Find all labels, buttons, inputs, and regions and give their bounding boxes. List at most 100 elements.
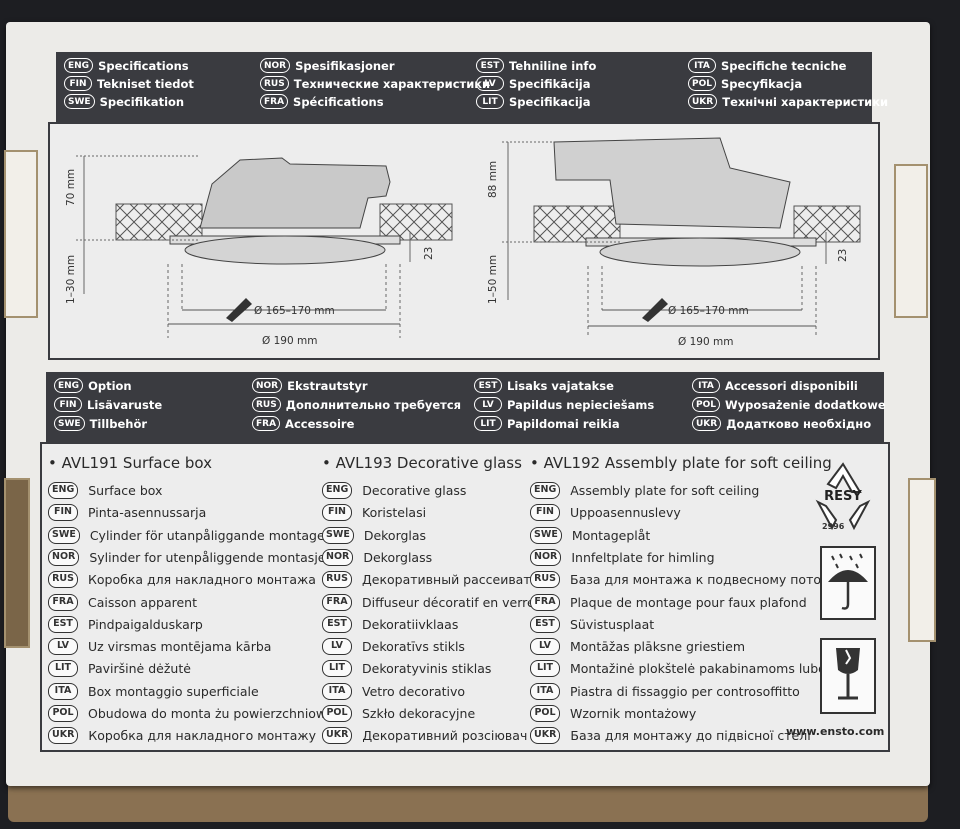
language-row: NOR Spesifikasjoner [260, 58, 395, 73]
language-code-badge: FIN [54, 397, 82, 412]
language-row: ITA Specifiche tecniche [688, 58, 846, 73]
language-row: LIT Papildomai reikia [474, 416, 620, 431]
language-text: Додатково необхідно [726, 416, 872, 431]
language-text: Specifiche tecniche [721, 58, 847, 73]
language-row: ENG Specifications [64, 58, 189, 73]
left-diagram: 70 mm 1–30 mm 23 Ø 165–170 mm Ø 190 mm [65, 155, 453, 347]
language-code-badge: ENG [64, 58, 94, 73]
language-text: Lisävaruste [87, 397, 163, 412]
plate-label-right: 23 [837, 249, 849, 262]
language-text: Spesifikasjoner [295, 58, 395, 73]
language-code-badge: SWE [54, 416, 85, 431]
language-text: Specifikācija [509, 76, 591, 91]
recycle-icon: RESY [806, 458, 880, 532]
right-diagram: 88 mm 1–50 mm 23 Ø 165–170 mm Ø 190 mm [487, 137, 861, 348]
height-label-left: 70 mm [65, 169, 77, 206]
option-panel [40, 442, 890, 752]
height-label-right: 88 mm [487, 161, 499, 198]
language-text: Tillbehör [89, 416, 148, 431]
language-text: Tekniset tiedot [97, 76, 194, 91]
diagram-panel: 70 mm 1–30 mm 23 Ø 165–170 mm Ø 190 mm [48, 122, 880, 360]
language-code-badge: ITA [692, 378, 720, 393]
diffuser-left [184, 235, 386, 265]
plate-label-left: 23 [423, 247, 435, 260]
diameter-label-left: Ø 190 mm [262, 335, 317, 347]
language-text: Дополнительно требуется [285, 397, 462, 412]
language-row: LIT Specifikacija [476, 94, 590, 109]
language-code-badge: EST [476, 58, 504, 73]
website-url: www.ensto.com [786, 725, 885, 738]
language-row: FRA Spécifications [260, 94, 384, 109]
language-code-badge: ITA [688, 58, 716, 73]
depth-label-right: 1–50 mm [487, 255, 499, 304]
language-code-badge: LIT [474, 416, 502, 431]
language-row: SWE Specifikation [64, 94, 184, 109]
language-row: RUS Дополнительно требуется [252, 397, 461, 412]
language-text: Lisaks vajatakse [507, 378, 614, 393]
language-text: Option [88, 378, 132, 393]
language-code-badge: SWE [64, 94, 95, 109]
box-tab-right-top [894, 164, 928, 318]
language-text: Технические характеристики [293, 76, 491, 91]
language-row: UKR Додатково необхідно [692, 416, 871, 431]
language-code-badge: UKR [688, 94, 718, 109]
language-code-badge: LIT [476, 94, 504, 109]
box-tab-left-bottom [4, 478, 30, 648]
language-text: Specifikation [99, 94, 185, 109]
language-text: Wyposażenie dodatkowe [725, 397, 886, 412]
language-code-badge: RUS [260, 76, 289, 91]
language-row: LV Specifikācija [476, 76, 590, 91]
recycle-label: RESY [824, 489, 862, 504]
ceiling-section-left-2 [533, 205, 621, 243]
language-row: EST Tehniline info [476, 58, 596, 73]
language-code-badge: POL [692, 397, 720, 412]
language-code-badge: FRA [252, 416, 281, 431]
language-text: Технічні характеристики [722, 94, 889, 109]
fragile-icon [820, 638, 876, 714]
language-text: Tehniline info [509, 58, 597, 73]
cutout-label-left: Ø 165–170 mm [254, 305, 335, 317]
saw-icon-right [642, 298, 668, 322]
language-code-badge: FRA [260, 94, 289, 109]
language-row: POL Wyposażenie dodatkowe [692, 397, 886, 412]
diffuser-right [599, 237, 801, 267]
language-code-badge: ENG [54, 378, 84, 393]
language-text: Papildomai reikia [507, 416, 620, 431]
language-row: RUS Технические характеристики [260, 76, 490, 91]
language-code-badge: LV [476, 76, 504, 91]
depth-label-left: 1–30 mm [65, 255, 77, 304]
language-row: ENG Option [54, 378, 132, 393]
language-text: Accessoire [285, 416, 355, 431]
language-row: FRA Accessoire [252, 416, 354, 431]
language-text: Specifications [98, 58, 189, 73]
language-row: SWE Tillbehör [54, 416, 147, 431]
recycle-code: 2996 [822, 522, 845, 531]
language-code-badge: RUS [252, 397, 281, 412]
language-text: Specyfikacja [721, 76, 803, 91]
language-code-badge: NOR [252, 378, 283, 393]
language-code-badge: FIN [64, 76, 92, 91]
ceiling-section-right-2 [793, 205, 861, 243]
language-text: Spécifications [293, 94, 384, 109]
language-row: FIN Tekniset tiedot [64, 76, 194, 91]
language-row: POL Specyfikacja [688, 76, 802, 91]
language-code-badge: LV [474, 397, 502, 412]
language-text: Specifikacija [509, 94, 591, 109]
keep-dry-icon [820, 546, 876, 620]
downlight-body-left [199, 157, 391, 229]
saw-icon-left [226, 298, 252, 322]
language-text: Ekstrautstyr [287, 378, 368, 393]
language-row: FIN Lisävaruste [54, 397, 162, 412]
ceiling-section-right [379, 203, 453, 241]
dimension-diagrams: 70 mm 1–30 mm 23 Ø 165–170 mm Ø 190 mm [65, 137, 861, 348]
cutout-label-right: Ø 165–170 mm [668, 305, 749, 317]
box-tab-right-bottom [908, 478, 936, 642]
language-code-badge: POL [688, 76, 716, 91]
language-code-badge: NOR [260, 58, 291, 73]
downlight-body-right [553, 137, 791, 229]
language-code-badge: UKR [692, 416, 722, 431]
